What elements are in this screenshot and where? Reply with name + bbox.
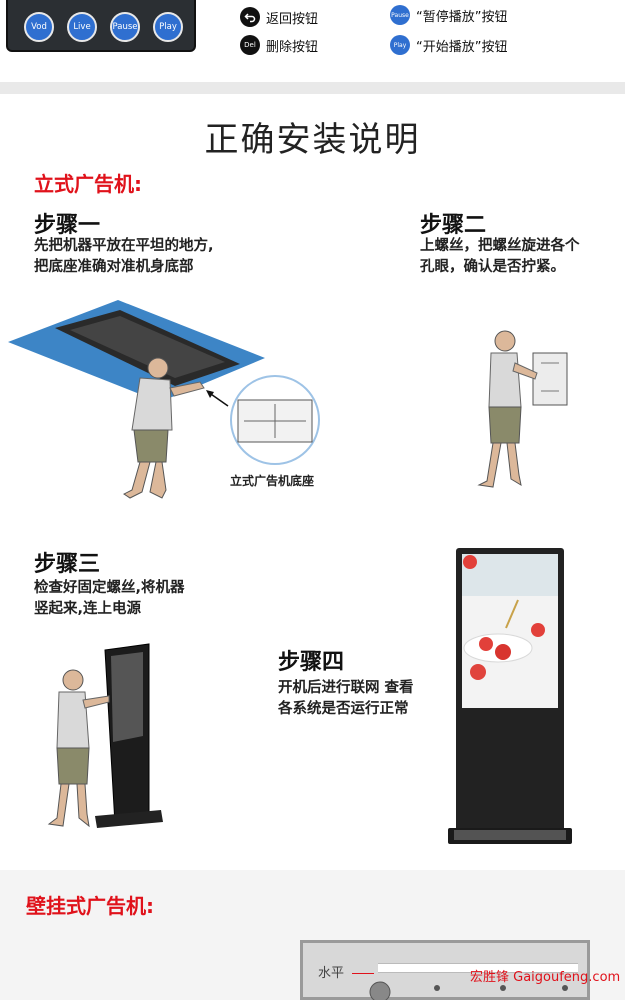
step-3-line-1: 检查好固定螺丝,将机器 <box>34 580 185 596</box>
step-4-desc: 开机后进行联网 查看 各系统是否运行正常 <box>278 678 414 720</box>
strawberry <box>479 637 493 651</box>
step-4-title: 步骤四 <box>278 650 345 675</box>
standing-machine-base <box>95 810 163 828</box>
legend-del-label: 删除按钮 <box>266 39 319 55</box>
remote-play-button: Play <box>153 12 183 42</box>
fork <box>505 599 519 629</box>
wall-section-title: 壁挂式广告机: <box>26 894 154 918</box>
wall-person-head <box>369 981 391 1000</box>
machine-back-panel <box>532 352 568 406</box>
legend-del: Del 删除按钮 <box>240 35 318 55</box>
legend-pause-label: “暂停播放”按钮 <box>416 9 508 25</box>
pause-icon: Pause <box>390 5 410 25</box>
kiosk-base <box>448 828 572 844</box>
step-1-illustration <box>8 300 320 499</box>
remote-live-button: Live <box>67 12 97 42</box>
legend-back: 返回按钮 <box>240 7 318 27</box>
step-2-illustration <box>477 330 568 488</box>
machine-screen <box>70 316 225 378</box>
mount-hole <box>500 985 506 991</box>
step-4-illustration <box>448 548 572 844</box>
strawberry <box>531 623 545 637</box>
step-3-illustration <box>47 643 163 828</box>
step-2-title: 步骤二 <box>420 213 487 238</box>
pointer-arrow <box>206 390 214 398</box>
step-4-line-2: 各系统是否运行正常 <box>278 701 409 717</box>
strawberry <box>495 644 511 660</box>
step-1-line-2: 把底座准确对准机身底部 <box>34 259 194 275</box>
strawberry <box>463 555 477 569</box>
step-2-desc: 上螺丝，把螺丝旋进各个 孔眼，确认是否拧紧。 <box>420 236 580 278</box>
step-1-desc: 先把机器平放在平坦的地方, 把底座准确对准机身底部 <box>34 236 214 278</box>
page-title: 正确安装说明 <box>204 120 421 160</box>
legend-back-label: 返回按钮 <box>266 11 319 27</box>
step-1-line-1: 先把机器平放在平坦的地方, <box>34 238 214 254</box>
step-2-line-1: 上螺丝，把螺丝旋进各个 <box>420 238 580 254</box>
person-kneeling <box>123 357 205 499</box>
legend-play-label: “开始播放”按钮 <box>416 39 508 55</box>
base-caption: 立式广告机底座 <box>230 474 315 488</box>
step-2-line-2: 孔眼，确认是否拧紧。 <box>420 259 565 275</box>
legend-pause: Pause “暂停播放”按钮 <box>390 5 507 25</box>
play-icon: Play <box>390 35 410 55</box>
level-label-text: 水平 <box>318 966 345 981</box>
person-lifting <box>47 669 110 828</box>
standing-section-title: 立式广告机: <box>34 172 142 196</box>
remote-control-illustration: Vod Live Pause Play <box>6 0 196 52</box>
wall-panel-holes <box>434 985 568 991</box>
remote-vod-button: Vod <box>24 12 54 42</box>
back-arrow-icon <box>240 7 260 27</box>
step-1-title: 步骤一 <box>34 213 101 238</box>
person-standing <box>477 330 538 488</box>
mount-hole <box>562 985 568 991</box>
remote-legend-strip: Vod Live Pause Play 返回按钮 Del 删除按钮 Pause … <box>0 0 625 80</box>
step-3-line-2: 竖起来,连上电源 <box>34 601 142 617</box>
del-icon: Del <box>240 35 260 55</box>
step-3-title: 步骤三 <box>34 552 101 577</box>
level-label: 水平 <box>318 962 375 981</box>
remote-pause-button: Pause <box>110 12 140 42</box>
kiosk-base-highlight <box>454 830 566 840</box>
mount-hole <box>434 985 440 991</box>
step-3-desc: 检查好固定螺丝,将机器 竖起来,连上电源 <box>34 578 185 620</box>
section-divider <box>0 82 625 94</box>
standing-machine-screen <box>111 652 143 742</box>
legend-play: Play “开始播放”按钮 <box>390 35 507 55</box>
watermark: 宏胜锋 Gaigoufeng.com <box>470 970 621 985</box>
level-line <box>352 973 375 974</box>
step-4-line-1: 开机后进行联网 查看 <box>278 680 414 696</box>
screen-backdrop <box>462 554 558 596</box>
strawberry <box>470 664 486 680</box>
level-ruler <box>378 963 578 973</box>
